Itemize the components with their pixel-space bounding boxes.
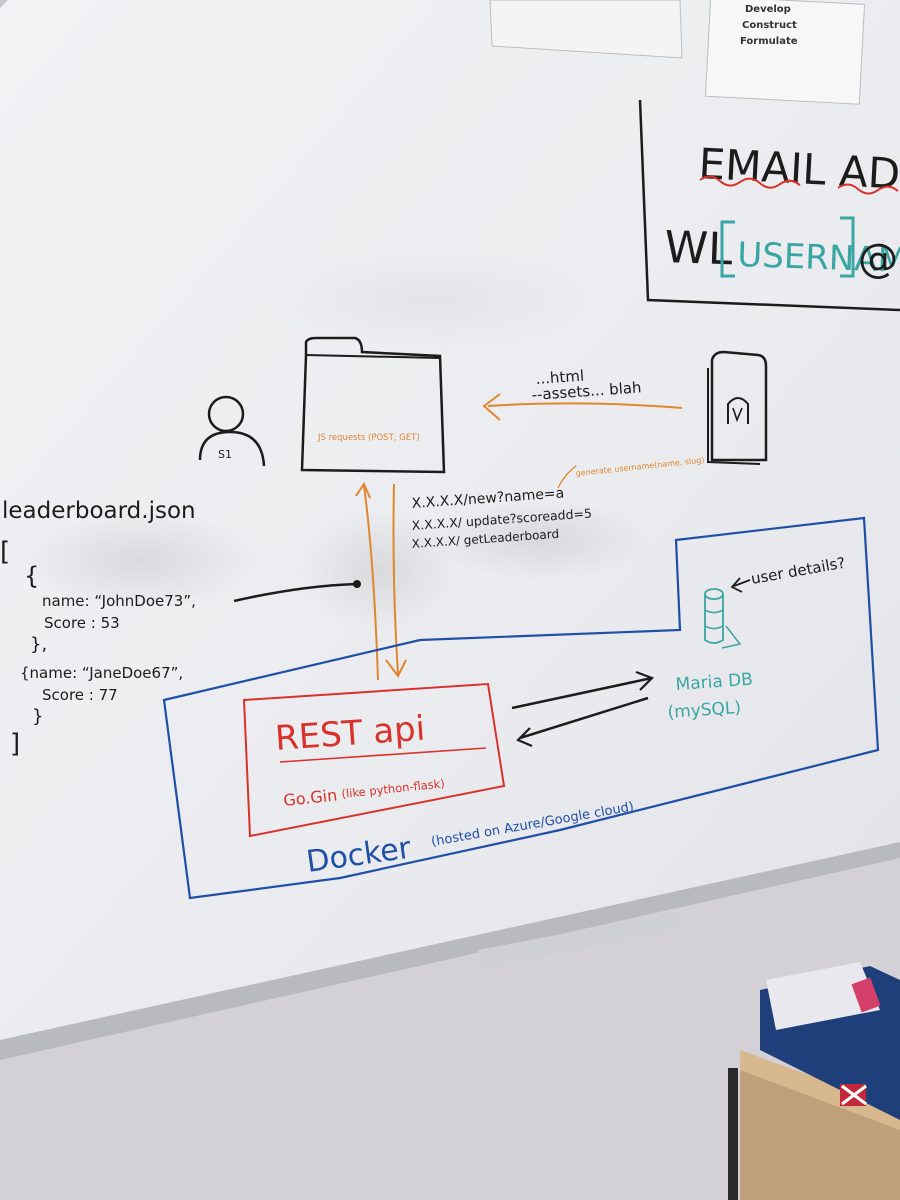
rest-db-arrows [511,670,654,748]
assets-note-line1: ...html [535,367,585,388]
server-document-icon [707,350,768,465]
entry1-open-brace: { [24,562,39,590]
user-label: S1 [218,448,232,461]
whiteboard [0,0,900,1060]
leaderboard-close-bracket: ] [10,729,20,759]
leaderboard-connector [233,582,357,603]
leaderboard-json: leaderboard.json [ { name: “JohnDoe73”, … [0,498,361,759]
user-figure: S1 [198,395,266,467]
leaderboard-title: leaderboard.json [2,498,196,524]
entry2-score: Score : 77 [42,686,118,704]
entry1-score: Score : 53 [44,614,120,632]
wall-posters: Develop Construct Formulate [489,0,866,105]
assets-arrow [487,402,683,409]
entry1-close-brace: }, [30,634,47,655]
poster-line-1: Develop [745,4,791,15]
entry2-name: {name: “JaneDoe67”, [20,664,183,682]
marker-tray [478,912,680,968]
entry1-name: name: “JohnDoe73”, [42,592,196,610]
leaderboard-open-bracket: [ [0,537,10,567]
database-icon [704,588,742,649]
user-body [198,430,266,467]
email-suffix: @GL [858,236,900,282]
poster-line-2: Construct [742,20,797,31]
classroom-shelf [728,962,900,1200]
email-username: USERNAME [737,235,900,282]
request-arrows [355,481,407,681]
folder-js-label: JS requests (POST, GET) [317,433,420,443]
client-folder: JS requests (POST, GET) [300,336,446,474]
entry2-close-brace: } [32,706,43,727]
board-frame-bottom [0,842,900,1060]
poster-line-3: Formulate [740,36,798,47]
